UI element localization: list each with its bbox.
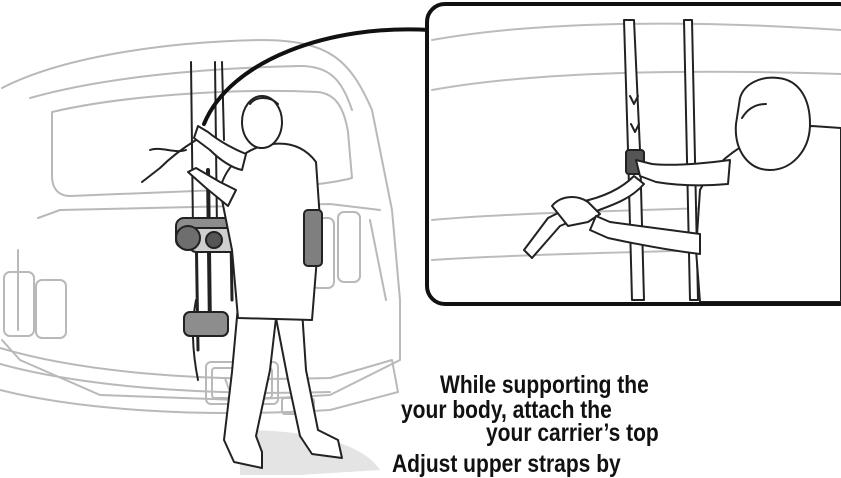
tail-light-right (338, 212, 360, 282)
instruction-line-3: your carrier’s top (486, 420, 659, 447)
instruction-line-4: Adjust upper straps by (392, 451, 621, 478)
bumper (0, 348, 398, 413)
callout-line (204, 29, 430, 124)
instruction-line-1: While supporting the (440, 372, 649, 399)
detail-inset (427, 4, 841, 304)
